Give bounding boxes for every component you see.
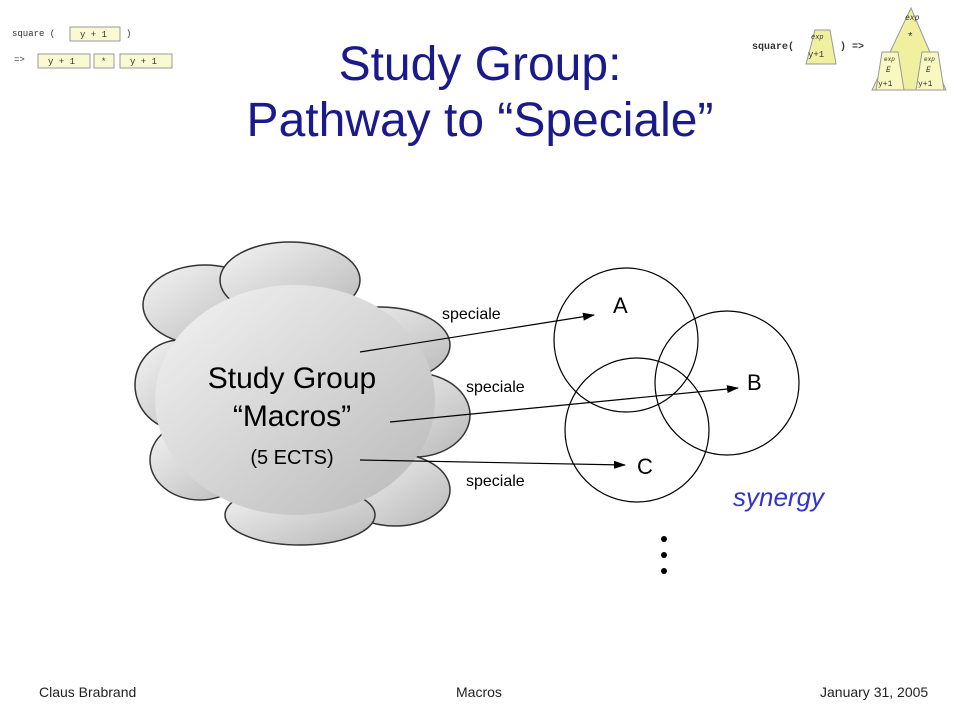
circle-label-c: C	[637, 454, 653, 479]
arrow-label-b: speciale	[466, 379, 525, 396]
circle-b	[654, 310, 800, 456]
macro-right-prefix: square(	[752, 41, 794, 53]
circle-a	[553, 267, 699, 413]
macro-left-row1-prefix: square (	[12, 29, 55, 39]
study-group-cloud	[134, 241, 471, 546]
cloud-line2: “Macros”	[233, 400, 351, 433]
cloud-line3: (5 ECTS)	[250, 447, 333, 469]
macro-right-tree-right	[915, 51, 945, 91]
macro-left-row2-box-1-text: y + 1	[48, 57, 75, 67]
macro-example-left: square ( y + 1 ) => y + 1 * y + 1	[12, 26, 173, 69]
speciale-circles	[553, 267, 800, 503]
macro-right-arg-expr: y+1	[808, 50, 824, 60]
footer-author: Claus Brabrand	[39, 684, 137, 700]
macro-example-right: square( exp y+1 ) => exp * exp E y+1 exp…	[752, 6, 947, 91]
arrow-to-b	[389, 385, 739, 423]
arrow-labels: speciale speciale speciale	[442, 306, 525, 490]
arrow-label-c: speciale	[466, 473, 525, 490]
circle-labels: A B C	[613, 293, 762, 479]
macro-left-row2-box-3	[119, 53, 173, 69]
more-dots	[661, 536, 667, 574]
macro-left-row2-box-3-text: y + 1	[130, 57, 157, 67]
circle-c	[564, 357, 710, 503]
speciale-arrows	[359, 312, 739, 469]
macro-left-row2-box-2-text: *	[101, 57, 106, 67]
circle-label-a: A	[613, 293, 628, 318]
macro-left-row1-box-text: y + 1	[80, 30, 107, 40]
macro-left-row1-suffix: )	[126, 29, 131, 39]
arrow-to-c	[359, 459, 626, 469]
cloud-text: Study Group “Macros” (5 ECTS)	[208, 362, 376, 469]
arrow-to-a	[359, 312, 595, 353]
cloud-line1: Study Group	[208, 362, 376, 395]
macro-right-tree-left-expr: y+1	[878, 80, 893, 89]
arrow-label-a: speciale	[442, 306, 501, 323]
macro-left-row1-box	[69, 26, 121, 42]
footer-topic: Macros	[456, 684, 502, 700]
macro-left-row2-prefix: =>	[14, 55, 25, 65]
slide-title-line2: Pathway to “Speciale”	[246, 94, 714, 147]
macro-right-arg-tag: exp	[811, 34, 824, 42]
macro-right-tree-right-expr: y+1	[918, 80, 933, 89]
footer-date: January 31, 2005	[820, 684, 929, 700]
synergy-label: synergy	[733, 482, 826, 512]
slide-title-line1: Study Group:	[338, 38, 622, 91]
macro-right-tree-right-var: E	[926, 66, 931, 75]
macro-right-tree-left-tag: exp	[884, 56, 895, 63]
macro-right-tree-root-tag: exp	[905, 14, 920, 23]
macro-right-tree-left-var: E	[886, 66, 891, 75]
macro-right-tree-right-tag: exp	[924, 56, 935, 63]
macro-right-suffix: ) =>	[840, 41, 864, 53]
macro-left-row2-box-1	[37, 53, 91, 69]
macro-right-arg-box	[805, 29, 837, 65]
macro-right-tree-left	[875, 51, 905, 91]
macro-right-tree-op: *	[907, 32, 914, 44]
macro-left-row2-box-2	[93, 53, 115, 69]
circle-label-b: B	[747, 370, 762, 395]
